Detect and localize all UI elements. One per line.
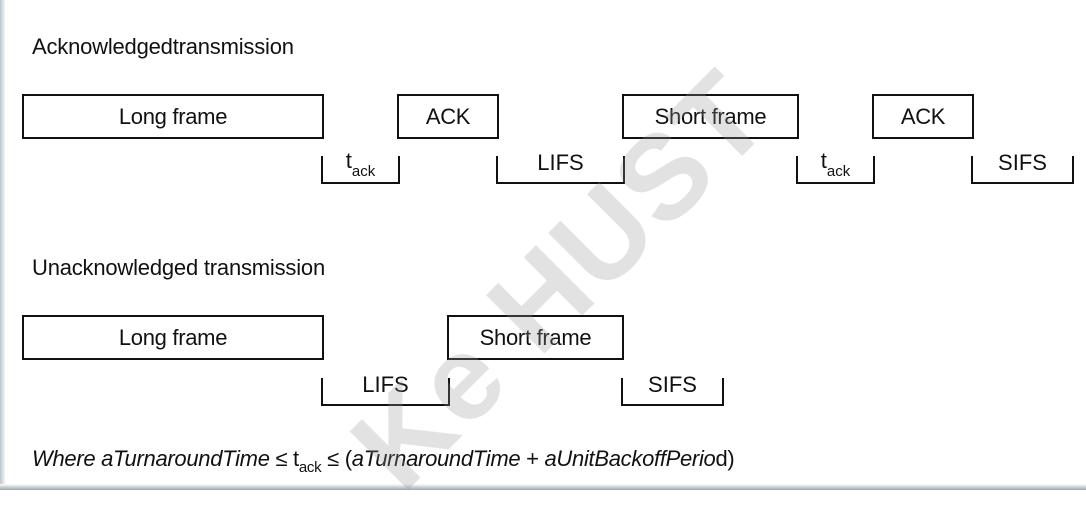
ack-box-1: ACK bbox=[397, 94, 499, 139]
bottom-edge-decoration bbox=[0, 484, 1086, 490]
ack-tack-bracket-1: tack bbox=[321, 148, 400, 184]
left-edge-decoration bbox=[0, 0, 6, 490]
unacknowledged-heading: Unacknowledged transmission bbox=[32, 255, 325, 280]
unack-long-frame-label: Long frame bbox=[118, 324, 228, 350]
ack-box-2-label: ACK bbox=[900, 103, 946, 129]
unack-sifs-label: SIFS bbox=[648, 372, 697, 397]
ack-tack-bracket-2: tack bbox=[796, 148, 875, 184]
ack-short-frame-label: Short frame bbox=[654, 103, 767, 129]
acknowledged-heading: Acknowledgedtransmission bbox=[32, 34, 294, 59]
ack-long-frame-box: Long frame bbox=[22, 94, 324, 139]
ack-box-1-label: ACK bbox=[425, 103, 471, 129]
unack-short-frame-box: Short frame bbox=[447, 315, 624, 360]
ack-short-frame-box: Short frame bbox=[622, 94, 799, 139]
ack-sifs-label: SIFS bbox=[998, 150, 1047, 175]
ack-sifs-bracket: SIFS bbox=[971, 150, 1074, 184]
ack-lifs-label: LIFS bbox=[537, 150, 584, 175]
timing-formula: Where aTurnaroundTime ≤ tack ≤ (aTurnaro… bbox=[32, 446, 735, 476]
ack-tack-label-1: tack bbox=[345, 148, 376, 180]
unack-short-frame-label: Short frame bbox=[479, 324, 592, 350]
unack-sifs-bracket: SIFS bbox=[621, 372, 724, 406]
ack-tack-label-2: tack bbox=[820, 148, 851, 180]
ack-long-frame-label: Long frame bbox=[118, 103, 228, 129]
ack-box-2: ACK bbox=[872, 94, 974, 139]
unack-lifs-label: LIFS bbox=[362, 372, 409, 397]
unack-lifs-bracket: LIFS bbox=[321, 372, 450, 406]
unack-long-frame-box: Long frame bbox=[22, 315, 324, 360]
ack-lifs-bracket: LIFS bbox=[496, 150, 625, 184]
